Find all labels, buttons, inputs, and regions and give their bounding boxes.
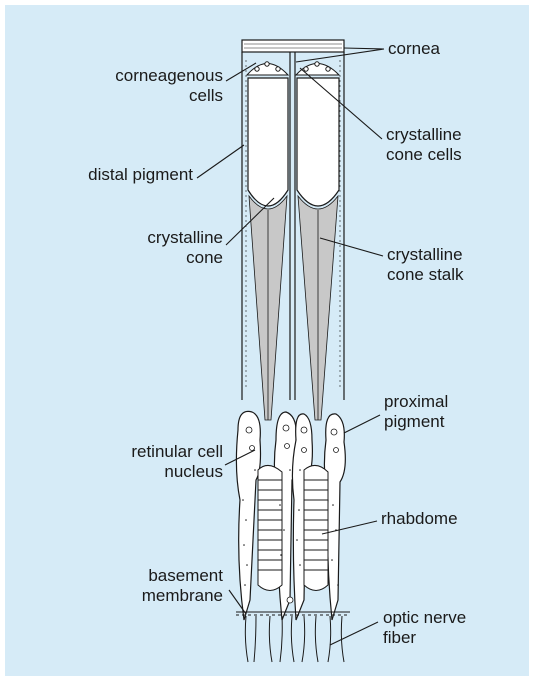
label-cone-cells-line2: cone cells — [386, 145, 462, 165]
label-crystalline-cone-line2: cone — [186, 248, 223, 268]
label-cornea: cornea — [388, 39, 440, 59]
label-cone-stalk-line2: cone stalk — [387, 265, 464, 285]
label-proximal-pigment-line2: pigment — [384, 412, 444, 432]
label-cone-cells-line1: crystalline — [386, 125, 462, 145]
label-retinular-nucleus-line1: retinular cell — [131, 442, 223, 462]
label-optic-nerve-line1: optic nerve — [383, 608, 466, 628]
crystalline-cones — [248, 78, 339, 206]
label-corneagenous-line2: cells — [189, 86, 223, 106]
optic-nerve-fibers — [245, 616, 344, 662]
label-crystalline-cone-line1: crystalline — [147, 228, 223, 248]
label-corneagenous-line1: corneagenous — [115, 66, 223, 86]
corneagenous-cells — [247, 62, 339, 75]
label-basement-membrane-line1: basement — [148, 566, 223, 586]
cornea-layer — [242, 40, 344, 52]
label-cone-stalk-line1: crystalline — [387, 245, 463, 265]
crystalline-cone-stalks — [249, 196, 338, 420]
label-distal-pigment: distal pigment — [88, 165, 193, 185]
label-basement-membrane-line2: membrane — [142, 586, 223, 606]
label-optic-nerve-line2: fiber — [383, 628, 416, 648]
label-retinular-nucleus-line2: nucleus — [164, 462, 223, 482]
label-rhabdome: rhabdome — [381, 509, 458, 529]
retinula-cells — [236, 411, 345, 620]
label-proximal-pigment-line1: proximal — [384, 392, 448, 412]
